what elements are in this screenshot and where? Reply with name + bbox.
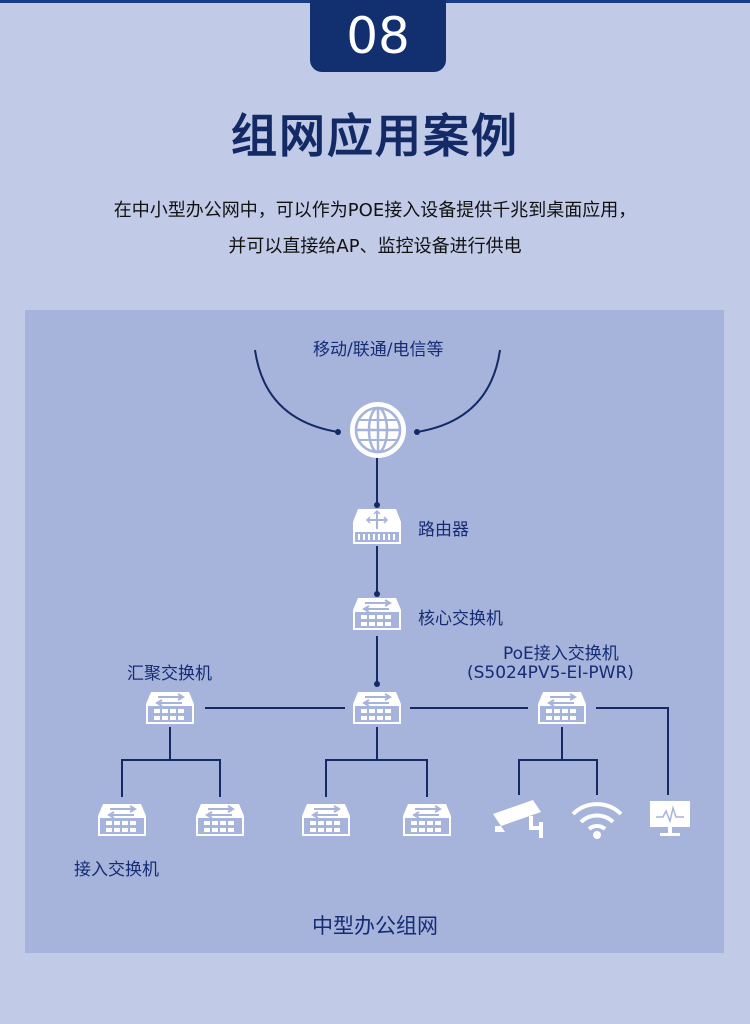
description-line-2: 并可以直接给AP、监控设备进行供电 xyxy=(228,236,522,257)
router-label: 路由器 xyxy=(418,520,469,540)
aggregation-switch-icon xyxy=(145,691,195,725)
access-switch-icon-1 xyxy=(97,803,147,837)
core-switch-label: 核心交换机 xyxy=(418,609,503,629)
description-line-1: 在中小型办公网中，可以作为POE接入设备提供千兆到桌面应用， xyxy=(113,200,637,221)
core-switch-icon xyxy=(352,597,402,631)
section-number-badge: 08 xyxy=(310,0,446,72)
access-switch-icon-4 xyxy=(402,803,452,837)
poe-switch-icon xyxy=(537,691,587,725)
access-switch-icon-3 xyxy=(301,803,351,837)
wifi-icon xyxy=(571,802,623,839)
access-switch-label: 接入交换机 xyxy=(74,860,159,880)
diagram-caption: 中型办公组网 xyxy=(312,914,438,938)
center-switch-icon xyxy=(352,691,402,725)
poe-switch-model: (S5024PV5-EI-PWR) xyxy=(467,663,634,683)
router-icon xyxy=(353,509,401,544)
camera-icon xyxy=(493,800,543,838)
page-title: 组网应用案例 xyxy=(231,109,519,163)
internet-globe-icon xyxy=(350,402,406,458)
access-switch-icon-2 xyxy=(195,803,245,837)
isp-label: 移动/联通/电信等 xyxy=(313,340,444,360)
monitor-icon xyxy=(650,801,690,836)
aggregation-switch-label: 汇聚交换机 xyxy=(127,664,212,684)
poe-switch-label: PoE接入交换机 xyxy=(503,644,619,664)
